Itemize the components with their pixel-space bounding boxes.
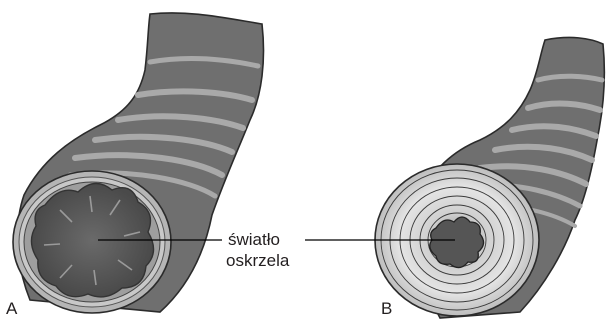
callout-label-line2: oskrzela bbox=[226, 251, 290, 270]
panel-label-a: A bbox=[6, 299, 18, 318]
callout-label-line1: światło bbox=[228, 230, 280, 249]
panel-label-b: B bbox=[381, 299, 392, 318]
bronchus-b bbox=[375, 37, 604, 318]
bronchus-b-lumen bbox=[430, 217, 484, 268]
